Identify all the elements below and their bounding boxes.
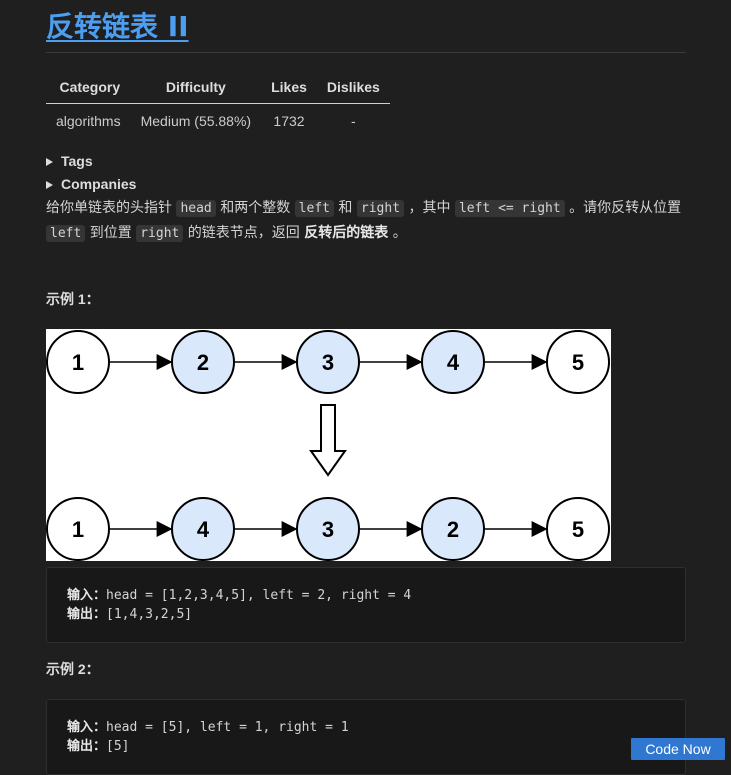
top-row-node-label: 4 bbox=[447, 350, 460, 375]
inline-code: right bbox=[356, 200, 405, 217]
page-title[interactable]: 反转链表 II bbox=[46, 10, 189, 43]
desc-text: 。请你反转从位置 bbox=[564, 200, 682, 216]
top-row-node-label: 1 bbox=[72, 350, 84, 375]
down-arrow-icon bbox=[309, 404, 347, 477]
bottom-row-node bbox=[296, 497, 360, 561]
problem-meta-table: Category Difficulty Likes Dislikes algor… bbox=[46, 73, 390, 138]
example-2-output: [5] bbox=[106, 739, 130, 754]
table-header-row: Category Difficulty Likes Dislikes bbox=[46, 73, 390, 104]
inline-code: head bbox=[176, 200, 216, 217]
desc-bold-text: 反转后的链表 bbox=[304, 225, 389, 241]
desc-text: 到位置 bbox=[85, 225, 137, 241]
example-1-input: head = [1,2,3,4,5], left = 2, right = 4 bbox=[106, 588, 412, 603]
inline-code: right bbox=[136, 225, 184, 242]
desc-text: 和 bbox=[333, 200, 357, 216]
top-row-node-label: 5 bbox=[572, 350, 584, 375]
inline-code: left bbox=[294, 200, 334, 217]
example-2-label: 示例 2： bbox=[46, 661, 100, 677]
column-header-dislikes: Dislikes bbox=[316, 73, 390, 104]
bottom-row-node-label: 3 bbox=[322, 517, 334, 542]
desc-text: 给你单链表的头指针 bbox=[46, 200, 177, 216]
inline-code: left bbox=[46, 225, 86, 242]
title-divider bbox=[46, 52, 686, 53]
example-1-output: [1,4,3,2,5] bbox=[106, 607, 193, 622]
example-1-code-block: 输入：head = [1,2,3,4,5], left = 2, right =… bbox=[46, 567, 686, 643]
example-1-label: 示例 1： bbox=[46, 291, 100, 307]
tags-label: Tags bbox=[61, 153, 93, 169]
linked-list-diagram: 1 2 3 4 5 1 4 3 2 5 bbox=[46, 329, 611, 561]
category-cell: algorithms bbox=[56, 113, 121, 129]
top-row-node bbox=[421, 330, 485, 394]
top-row-node bbox=[46, 330, 110, 394]
expand-triangle-icon bbox=[46, 180, 53, 189]
desc-text: 。 bbox=[388, 225, 407, 241]
example-2-code-block: 输入：head = [5], left = 1, right = 1 输出：[5… bbox=[46, 699, 686, 775]
top-row-node bbox=[171, 330, 235, 394]
bottom-row-node bbox=[421, 497, 485, 561]
likes-cell: 1732 bbox=[273, 113, 305, 129]
difficulty-cell: Medium (55.88%) bbox=[140, 113, 252, 129]
top-row-node bbox=[546, 330, 610, 394]
output-label: 输出： bbox=[67, 739, 107, 754]
example-2-input: head = [5], left = 1, right = 1 bbox=[106, 720, 349, 735]
bottom-row-node bbox=[46, 497, 110, 561]
bottom-row-node-label: 2 bbox=[447, 517, 459, 542]
column-header-category: Category bbox=[46, 73, 131, 104]
input-label: 输入： bbox=[67, 588, 107, 603]
desc-text: 的链表节点，返回 bbox=[183, 225, 305, 241]
column-header-difficulty: Difficulty bbox=[130, 73, 262, 104]
bottom-row-node-label: 5 bbox=[572, 517, 584, 542]
desc-text: 和两个整数 bbox=[215, 200, 295, 216]
column-header-likes: Likes bbox=[261, 73, 317, 104]
top-row-node bbox=[296, 330, 360, 394]
bottom-row-node bbox=[546, 497, 610, 561]
table-row: algorithms Medium (55.88%) 1732 - bbox=[46, 104, 390, 139]
expand-triangle-icon bbox=[46, 157, 53, 166]
companies-label: Companies bbox=[61, 176, 137, 192]
dislikes-cell: - bbox=[351, 113, 356, 129]
companies-toggle[interactable]: Companies bbox=[46, 173, 686, 196]
desc-text: ，其中 bbox=[404, 200, 455, 216]
top-row-node-label: 3 bbox=[322, 350, 334, 375]
output-label: 输出： bbox=[67, 607, 107, 622]
input-label: 输入： bbox=[67, 720, 107, 735]
bottom-row-node-label: 4 bbox=[197, 517, 210, 542]
bottom-row-node-label: 1 bbox=[72, 517, 84, 542]
top-row-node-label: 2 bbox=[197, 350, 209, 375]
problem-description: 给你单链表的头指针 head 和两个整数 left 和 right ，其中 le… bbox=[46, 196, 686, 246]
inline-code: left <= right bbox=[454, 200, 565, 217]
bottom-row-node bbox=[171, 497, 235, 561]
code-now-button[interactable]: Code Now bbox=[631, 738, 725, 760]
tags-toggle[interactable]: Tags bbox=[46, 150, 686, 173]
problem-page: 反转链表 II Category Difficulty Likes Dislik… bbox=[46, 0, 686, 775]
